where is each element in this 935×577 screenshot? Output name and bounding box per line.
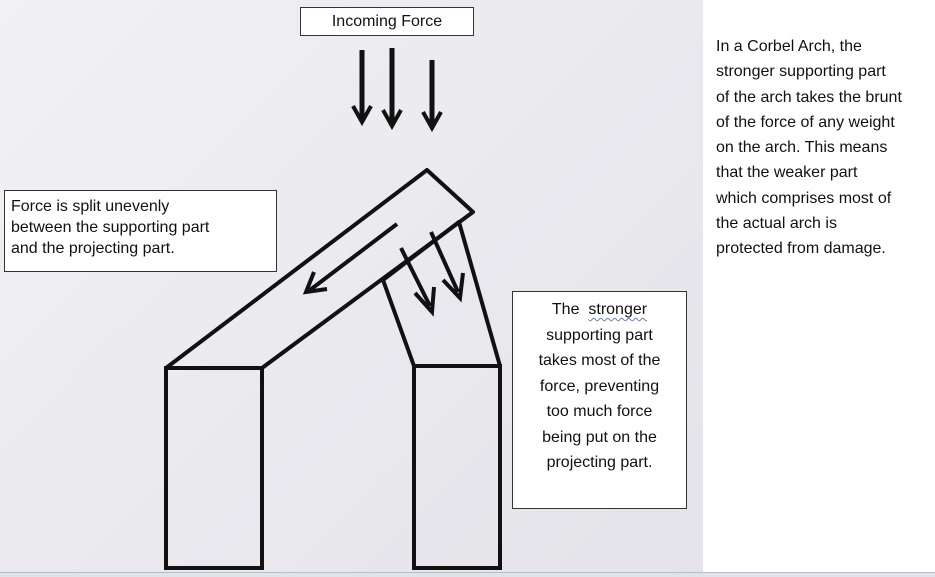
stronger-part-text: takes most of the bbox=[538, 352, 661, 369]
force-arrow-head bbox=[381, 109, 403, 131]
side-note-line: of the arch takes the brunt bbox=[716, 88, 902, 106]
projecting-force-arrow bbox=[302, 222, 399, 295]
split-force-text: between the supporting part bbox=[11, 219, 210, 236]
stronger-part-text: too much force bbox=[546, 403, 653, 420]
split-force-label: Force is split unevenly between the supp… bbox=[4, 190, 277, 272]
left-pillar bbox=[164, 366, 264, 570]
side-explanation: In a Corbel Arch, the stronger supportin… bbox=[716, 34, 935, 262]
force-arrow-head bbox=[421, 111, 443, 133]
side-note-line: In a Corbel Arch, the bbox=[716, 38, 862, 55]
window-bottom-edge bbox=[0, 572, 935, 577]
side-note-line: on the arch. This means bbox=[716, 139, 888, 157]
stronger-part-text: The stronger bbox=[551, 301, 648, 318]
stronger-part-text: supporting part bbox=[546, 326, 653, 344]
stronger-part-label: The stronger supporting part takes most … bbox=[512, 291, 687, 509]
split-force-text: Force is split unevenly bbox=[11, 198, 170, 215]
side-note-line: stronger supporting part bbox=[716, 63, 886, 81]
side-note-line: protected from damage. bbox=[716, 240, 886, 258]
supporting-arch-part bbox=[381, 220, 502, 368]
side-note-line: that the weaker part bbox=[716, 164, 858, 182]
stronger-part-text: projecting part. bbox=[546, 454, 653, 471]
stronger-part-text: force, preventing bbox=[539, 377, 660, 395]
side-note-line: the actual arch is bbox=[716, 215, 837, 233]
side-note-line: which comprises most of bbox=[716, 189, 892, 207]
supporting-force-arrows bbox=[399, 231, 465, 317]
split-force-text: and the projecting part. bbox=[11, 240, 175, 257]
side-note-line: of the force of any weight bbox=[716, 113, 895, 131]
incoming-force-arrows bbox=[351, 48, 443, 133]
spellcheck-flagged-word: stronger bbox=[588, 301, 648, 318]
corbel-arch-drawing bbox=[164, 48, 502, 570]
stronger-part-text: being put on the bbox=[542, 428, 657, 446]
right-pillar bbox=[412, 364, 502, 570]
force-arrow-head bbox=[351, 105, 373, 127]
incoming-force-label: Incoming Force bbox=[300, 7, 474, 36]
incoming-force-text: Incoming Force bbox=[331, 13, 443, 30]
projecting-arch-part bbox=[164, 168, 475, 370]
